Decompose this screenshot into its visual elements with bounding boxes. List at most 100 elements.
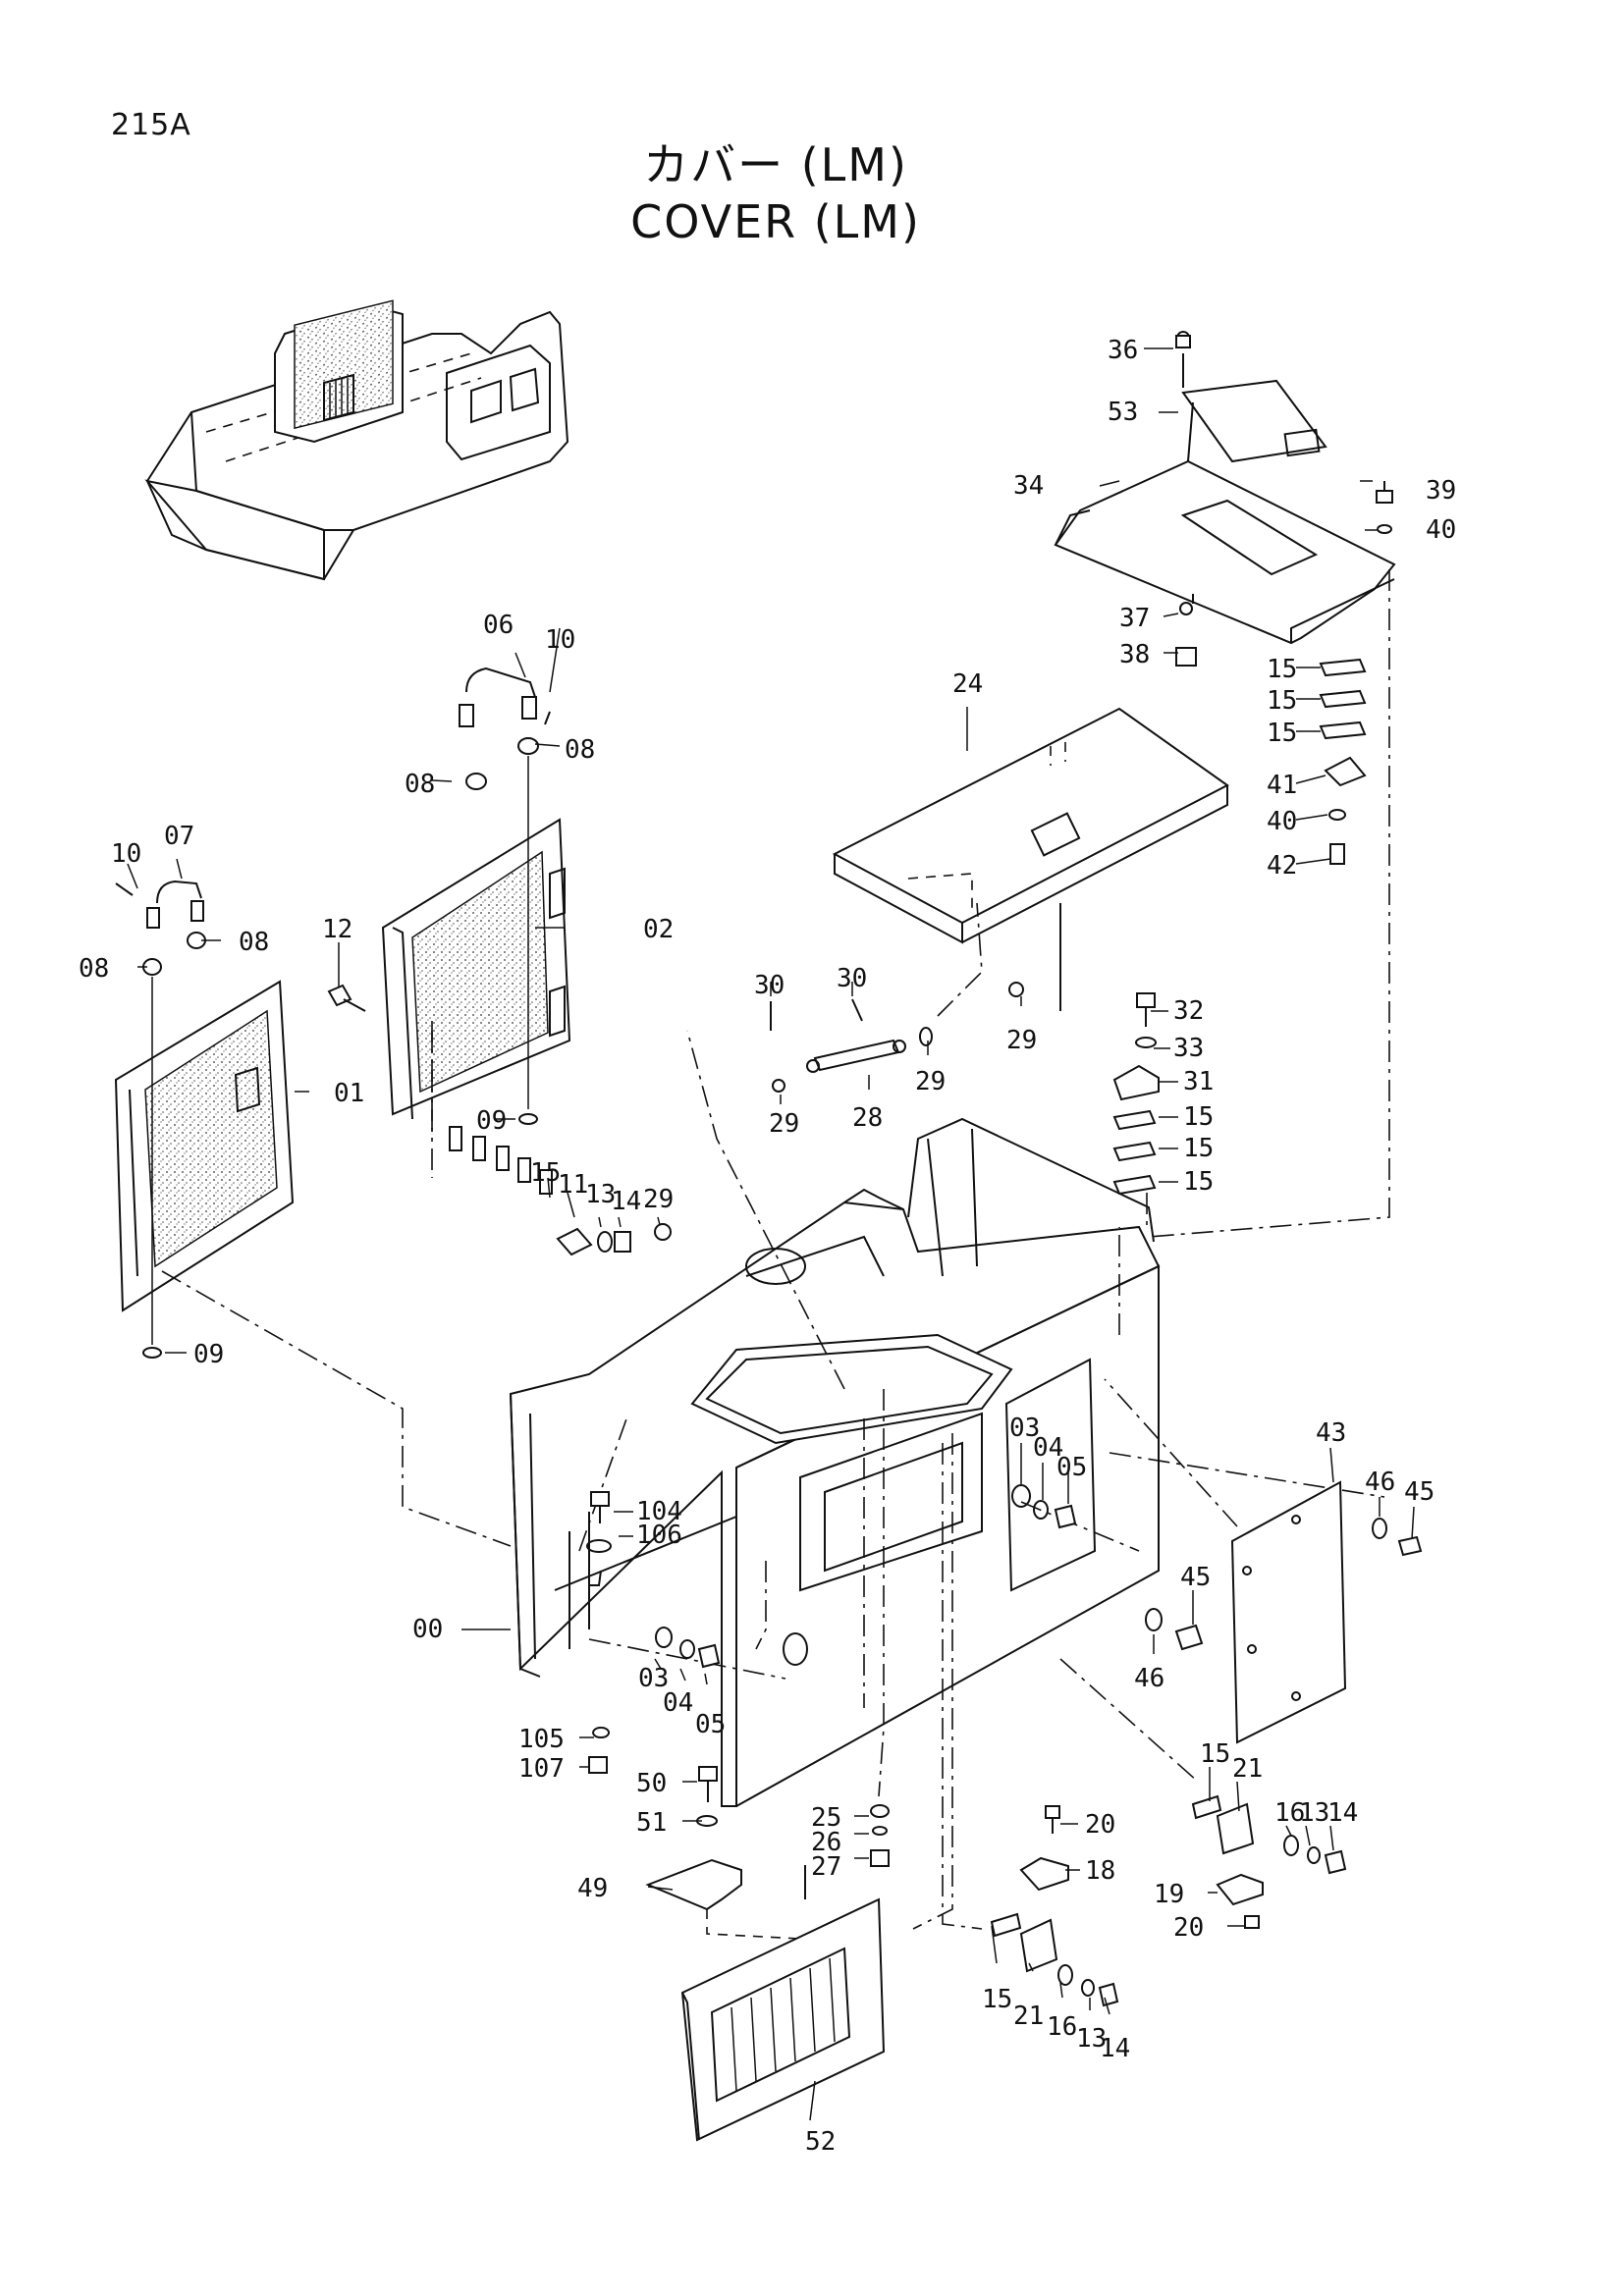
label-50: 50 [636,1769,667,1798]
label-14b: 14 [1100,2034,1130,2063]
label-21b: 21 [1232,1754,1263,1784]
rod-28 [770,902,983,1093]
label-13b: 13 [1076,2024,1107,2054]
label-49: 49 [577,1874,608,1903]
label-06: 06 [483,611,514,640]
label-15d: 15 [1183,1102,1214,1132]
label-40a: 40 [1426,515,1456,545]
label-09a: 09 [476,1106,507,1136]
label-51: 51 [636,1808,667,1838]
label-07: 07 [164,822,194,851]
title-japanese: カバー (LM) [643,138,908,191]
label-52: 52 [805,2127,836,2157]
label-15b: 15 [1267,686,1297,716]
title-block: カバー (LM) COVER (LM) [0,137,1551,251]
label-15e: 15 [1183,1134,1214,1163]
label-15g: 15 [530,1158,561,1188]
label-08a: 08 [565,735,595,765]
label-105: 105 [518,1725,565,1754]
label-34: 34 [1013,471,1044,501]
label-24: 24 [952,669,983,699]
label-29b: 29 [915,1067,946,1096]
label-40b: 40 [1267,807,1297,836]
label-38: 38 [1119,640,1150,669]
label-09b: 09 [193,1340,224,1369]
machine-overview-illustration [144,299,569,581]
label-29d: 29 [643,1185,674,1214]
label-46a: 46 [1365,1468,1395,1497]
label-106: 106 [636,1521,682,1550]
door-01 [114,880,512,1547]
bracket-31-hardware [1112,992,1160,1227]
label-45a: 45 [1404,1477,1435,1507]
page-code: 215A [111,108,191,142]
part-labels: 36 53 34 39 40 37 38 15 15 15 41 40 42 2… [79,336,1456,2157]
label-28: 28 [852,1103,883,1133]
label-16a: 16 [1047,2012,1077,2042]
main-frame-00 [509,1030,1385,1930]
label-33: 33 [1173,1034,1204,1063]
label-04b: 04 [663,1688,693,1718]
label-15c: 15 [1267,719,1297,748]
label-29c: 29 [769,1109,799,1139]
label-13c: 13 [1299,1798,1329,1828]
label-31: 31 [1183,1067,1214,1096]
label-53: 53 [1108,398,1138,427]
label-18: 18 [1085,1856,1115,1886]
label-21a: 21 [1013,2002,1044,2031]
label-05b: 05 [695,1710,726,1739]
latch-hardware [327,984,672,1256]
label-15h: 15 [982,1985,1012,2014]
label-04a: 04 [1033,1433,1063,1463]
label-46b: 46 [1134,1664,1164,1693]
label-30b: 30 [837,964,867,993]
label-36: 36 [1108,336,1138,365]
label-14c: 14 [1327,1798,1358,1828]
label-29a: 29 [1006,1026,1037,1055]
label-15a: 15 [1267,655,1297,684]
label-03a: 03 [1009,1414,1040,1443]
label-43: 43 [1316,1418,1346,1448]
label-104: 104 [636,1497,682,1526]
label-10b: 10 [111,839,141,869]
label-10a: 10 [545,625,575,655]
top-panel-24 [832,707,1229,1011]
label-19: 19 [1154,1880,1184,1909]
label-15i: 15 [1200,1739,1230,1769]
label-08d: 08 [79,954,109,984]
label-39: 39 [1426,476,1456,506]
top-cover-assembly [1054,331,1396,1238]
leader-lines [127,347,1415,2121]
label-14a: 14 [611,1187,641,1216]
label-27: 27 [811,1852,841,1882]
label-15f: 15 [1183,1167,1214,1197]
label-37: 37 [1119,604,1150,633]
side-fasteners [586,1484,1204,1867]
label-02: 02 [643,915,674,944]
side-panel-43 [1230,1480,1423,1744]
label-08b: 08 [405,770,435,799]
door-02 [381,667,571,1178]
label-03b: 03 [638,1664,669,1693]
label-01: 01 [334,1079,364,1108]
label-41: 41 [1267,771,1297,800]
label-05a: 05 [1056,1453,1087,1482]
title-english: COVER (LM) [630,195,921,248]
grille-52-and-bracket-49 [645,1858,886,2142]
label-45b: 45 [1180,1563,1211,1592]
label-26: 26 [811,1828,841,1857]
label-30a: 30 [754,971,785,1000]
label-42: 42 [1267,851,1297,881]
label-32: 32 [1173,996,1204,1026]
label-12: 12 [322,915,352,944]
label-13a: 13 [585,1180,616,1209]
label-20b: 20 [1173,1913,1204,1943]
label-08c: 08 [239,928,269,957]
label-16b: 16 [1274,1798,1305,1828]
label-107: 107 [518,1754,565,1784]
label-20a: 20 [1085,1810,1115,1840]
hinge-assemblies [990,1794,1347,2007]
label-11: 11 [558,1170,588,1200]
label-00: 00 [412,1615,443,1644]
